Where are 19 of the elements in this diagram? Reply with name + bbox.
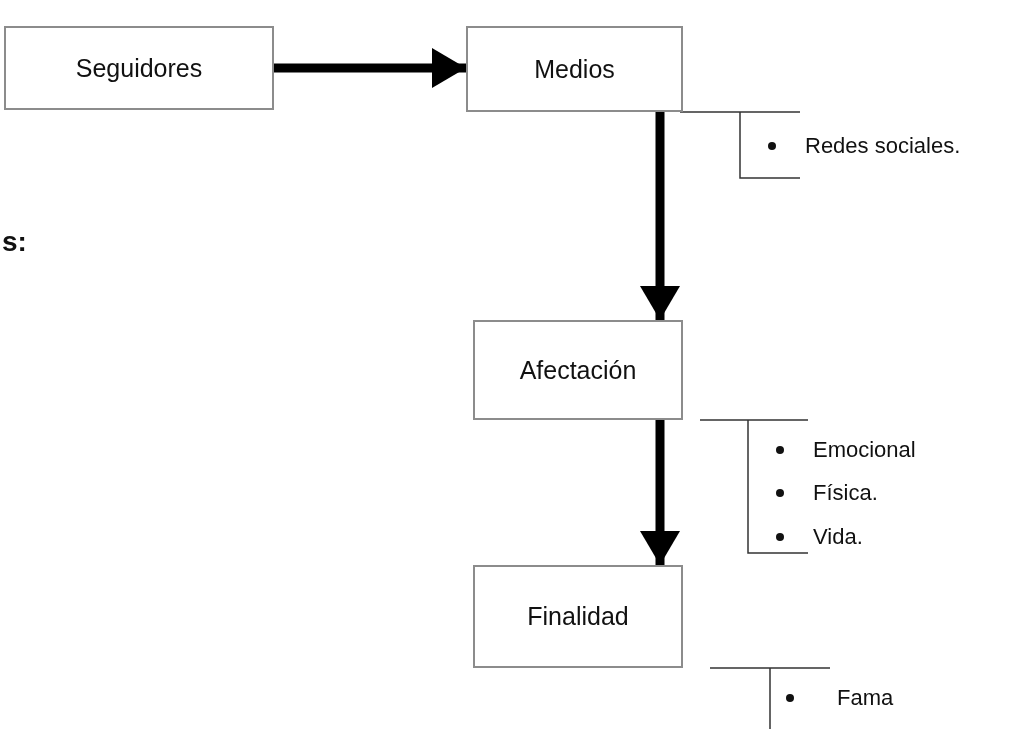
list-item: Vida. bbox=[813, 524, 863, 550]
process-box bbox=[466, 26, 683, 112]
arrow bbox=[640, 420, 680, 565]
heading-fragment: s: bbox=[2, 226, 27, 258]
process-box bbox=[4, 26, 274, 110]
arrow bbox=[640, 112, 680, 320]
bracket-line bbox=[699, 419, 809, 554]
list-item: Física. bbox=[813, 480, 878, 506]
box-label: Medios bbox=[534, 54, 615, 84]
process-box bbox=[473, 320, 683, 420]
box-label: Seguidores bbox=[75, 53, 203, 83]
arrow bbox=[274, 48, 466, 88]
list-item: Fama bbox=[837, 685, 894, 711]
bracket-line bbox=[709, 667, 831, 729]
box-label: Afectación bbox=[519, 355, 637, 385]
list-item: Redes sociales. bbox=[805, 133, 961, 159]
process-box bbox=[473, 565, 683, 668]
box-label: Finalidad bbox=[527, 602, 629, 631]
list-item: Emocional bbox=[813, 437, 916, 463]
